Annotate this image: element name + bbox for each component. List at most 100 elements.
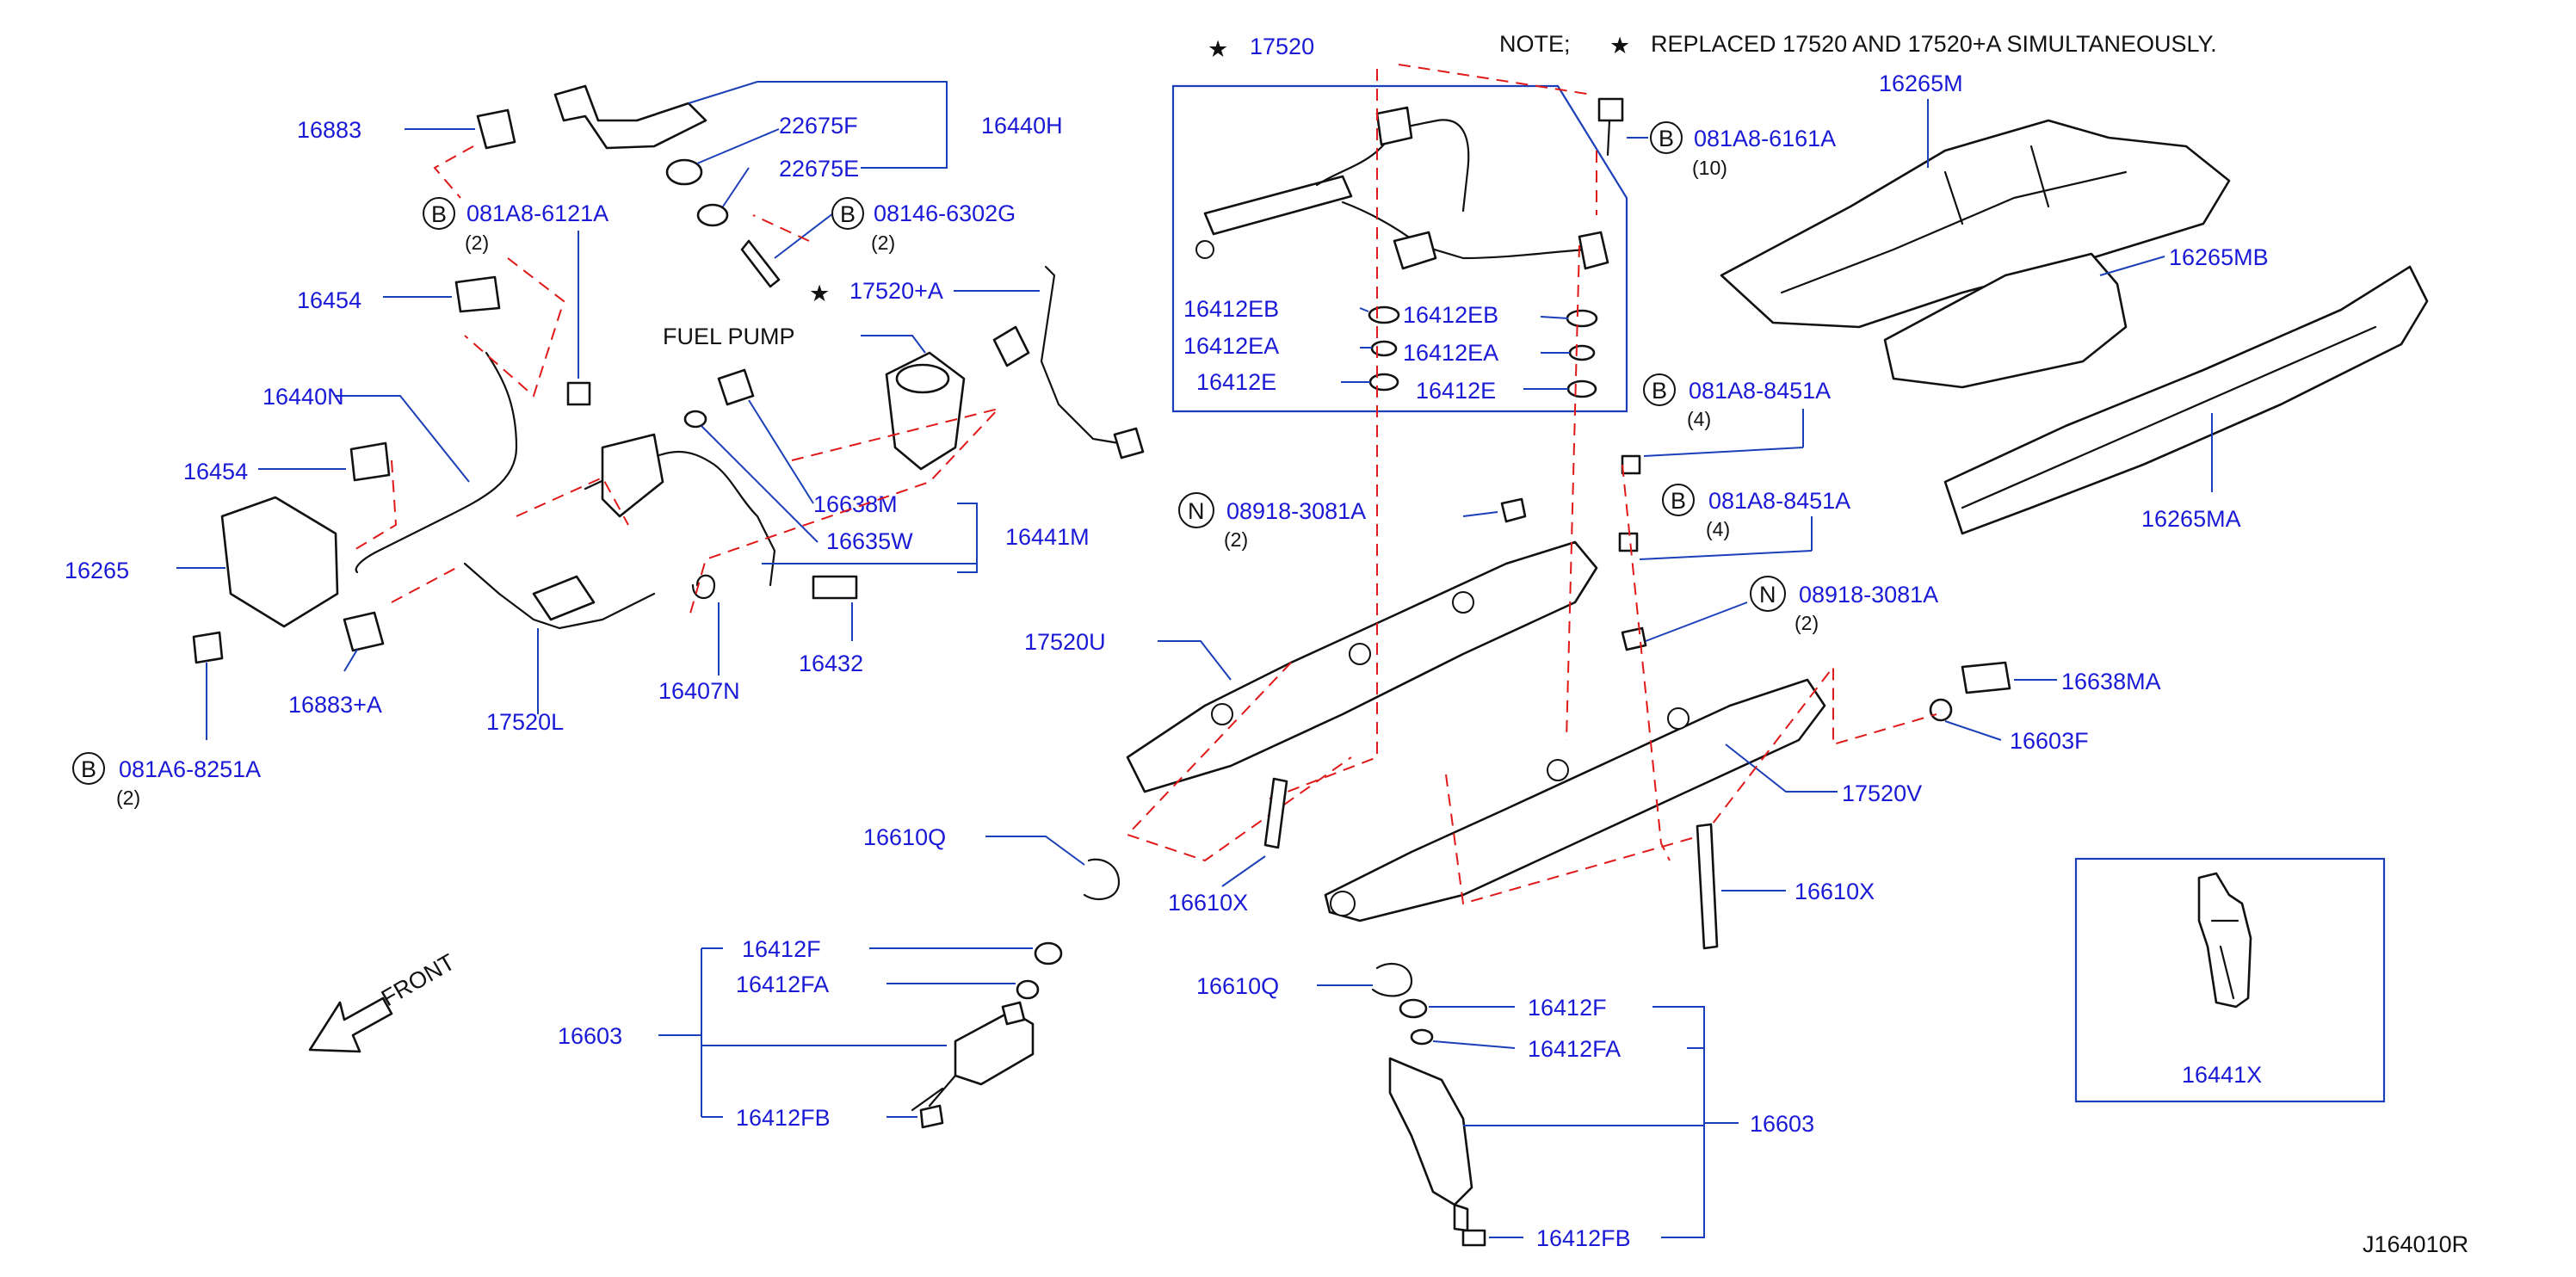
label-16883[interactable]: 16883: [297, 117, 361, 143]
label-16610Q-left[interactable]: 16610Q: [863, 824, 946, 850]
label-16412FB-right[interactable]: 16412FB: [1536, 1225, 1631, 1251]
clip-16407N-icon: [691, 574, 716, 599]
label-16412F-left[interactable]: 16412F: [742, 936, 821, 962]
heat-shield-16265MA-ribs-icon: [1961, 325, 2377, 509]
label-16603-left[interactable]: 16603: [558, 1023, 622, 1049]
label-16412EB-left[interactable]: 16412EB: [1183, 296, 1279, 322]
fuel-pump-label: FUEL PUMP: [663, 324, 795, 349]
label-16412FB-left[interactable]: 16412FB: [736, 1105, 831, 1131]
bolt-symbol-icon: [1643, 373, 1676, 406]
fuel-tube-17520-group: ★ 17520 16412EB 16412EA 16412E 16412EB 1…: [1171, 34, 1628, 413]
label-16441M[interactable]: 16441M: [1005, 524, 1090, 550]
label-16610X-right[interactable]: 16610X: [1795, 879, 1875, 904]
qty-081A8-6161A: (10): [1692, 157, 1727, 179]
seal-16412FB-icon: [1461, 1229, 1486, 1247]
label-08918-3081A-1[interactable]: 08918-3081A: [1226, 498, 1366, 524]
bolt-08146-6302G-icon: [740, 239, 781, 288]
label-16610X-left[interactable]: 16610X: [1168, 890, 1248, 916]
injector-nozzle-icon: [1453, 1203, 1469, 1232]
label-16432[interactable]: 16432: [799, 651, 863, 676]
injector-nozzle-icon: [911, 1074, 957, 1112]
bolt-081A8-6161A-icon: [1597, 97, 1624, 122]
front-label: FRONT: [377, 949, 460, 1011]
note-text: REPLACED 17520 AND 17520+A SIMULTANEOUSL…: [1651, 31, 2217, 57]
label-16454-bottom[interactable]: 16454: [183, 459, 248, 484]
heat-shield-16265MB-icon: [1883, 252, 2128, 389]
label-16638M[interactable]: 16638M: [813, 491, 898, 517]
qty-08918-3081A-1: (2): [1224, 528, 1248, 551]
qty-081A8-6121A: (2): [465, 231, 489, 254]
seal-16412E-icon: [1566, 379, 1597, 398]
seal-16412EA-icon: [1568, 344, 1596, 361]
sensor-16638M-icon: [717, 368, 755, 406]
note-prefix: NOTE;: [1499, 31, 1571, 57]
grommet-22675E-icon: [696, 203, 729, 227]
bolt-symbol-icon: [1662, 484, 1695, 516]
svg-text:B: B: [840, 201, 856, 227]
fuel-tube-lower-icon: [1341, 200, 1594, 260]
label-081A8-8451A-2[interactable]: 081A8-8451A: [1708, 488, 1850, 514]
label-22675F[interactable]: 22675F: [779, 113, 858, 139]
label-22675E[interactable]: 22675E: [779, 156, 859, 182]
bolt-081A8-8451A-icon: [1618, 532, 1639, 552]
label-16440N[interactable]: 16440N: [263, 384, 344, 410]
heat-shield-16265MA-icon: [1943, 265, 2429, 535]
clamp-16454-icon: [454, 275, 501, 313]
fuel-rails: 17520U 17520V 16638MA 16603F: [1024, 69, 2161, 922]
label-081A8-6121A[interactable]: 081A8-6121A: [466, 200, 608, 226]
qty-081A8-8451A-2: (4): [1706, 518, 1730, 540]
label-16265MB[interactable]: 16265MB: [2169, 244, 2269, 270]
label-17520U[interactable]: 17520U: [1024, 629, 1106, 655]
label-16412FA-right[interactable]: 16412FA: [1528, 1036, 1621, 1062]
injector-left-group: 16610Q 16610X 16412F 16412FA 16603 16412…: [558, 777, 1288, 1131]
qty-08146-6302G: (2): [871, 231, 895, 254]
label-16265M[interactable]: 16265M: [1879, 71, 1963, 96]
label-08146-6302G[interactable]: 08146-6302G: [874, 200, 1016, 226]
injector-right-group: 16610X 16610Q 16412F 16412FA 16603 16412…: [1196, 823, 1875, 1251]
svg-text:B: B: [431, 201, 447, 227]
fuel-tube-rail-icon: [1203, 175, 1353, 236]
label-16610Q-right[interactable]: 16610Q: [1196, 973, 1279, 999]
fuel-pump-cap-icon: [895, 363, 950, 394]
label-17520V[interactable]: 17520V: [1842, 780, 1922, 806]
label-081A6-8251A[interactable]: 081A6-8251A: [119, 756, 261, 782]
clamp-16454-icon: [349, 441, 391, 482]
label-16265[interactable]: 16265: [65, 558, 129, 583]
pin-16610X-icon: [1263, 777, 1288, 849]
label-16638MA[interactable]: 16638MA: [2061, 669, 2161, 694]
label-08918-3081A-2[interactable]: 08918-3081A: [1799, 582, 1938, 608]
label-16412EA-left[interactable]: 16412EA: [1183, 333, 1279, 359]
label-17520[interactable]: 17520: [1250, 34, 1314, 59]
label-16412FA-left[interactable]: 16412FA: [736, 972, 829, 997]
rail-port-icon: [1349, 643, 1371, 665]
label-17520A[interactable]: 17520+A: [849, 278, 943, 304]
label-16412EB-right[interactable]: 16412EB: [1403, 302, 1498, 328]
seal-16412FA-icon: [1016, 979, 1040, 1000]
nut-08918-3081A-icon: [1621, 626, 1647, 651]
bracket-16265-icon: [220, 496, 339, 628]
label-16603-right[interactable]: 16603: [1750, 1111, 1814, 1137]
box-16441X: [2074, 857, 2386, 1103]
label-16412EA-right[interactable]: 16412EA: [1403, 340, 1498, 366]
label-16412E-left[interactable]: 16412E: [1196, 369, 1276, 395]
bolt-16432-icon: [812, 575, 858, 600]
rail-port-icon: [1452, 591, 1474, 614]
label-081A8-6161A[interactable]: 081A8-6161A: [1694, 126, 1836, 151]
clip-16883A-icon: [343, 611, 385, 652]
label-16412E-right[interactable]: 16412E: [1416, 378, 1496, 404]
label-16412F-right[interactable]: 16412F: [1528, 995, 1607, 1021]
label-16441X[interactable]: 16441X: [2182, 1062, 2262, 1088]
label-16454-top[interactable]: 16454: [297, 287, 361, 313]
label-16883A[interactable]: 16883+A: [288, 692, 382, 718]
label-16407N[interactable]: 16407N: [658, 678, 740, 704]
label-16635W[interactable]: 16635W: [826, 528, 913, 554]
seal-16412EB-icon: [1566, 309, 1598, 328]
label-081A8-8451A-1[interactable]: 081A8-8451A: [1689, 378, 1831, 404]
label-17520L[interactable]: 17520L: [486, 709, 564, 735]
rail-port-icon: [1211, 703, 1233, 725]
label-16265MA[interactable]: 16265MA: [2141, 506, 2241, 532]
label-16603F[interactable]: 16603F: [2010, 728, 2089, 754]
label-16440H[interactable]: 16440H: [981, 113, 1063, 139]
clip-16610Q-icon: [1083, 858, 1121, 901]
fuel-rail-17520U-icon: [1126, 540, 1598, 793]
